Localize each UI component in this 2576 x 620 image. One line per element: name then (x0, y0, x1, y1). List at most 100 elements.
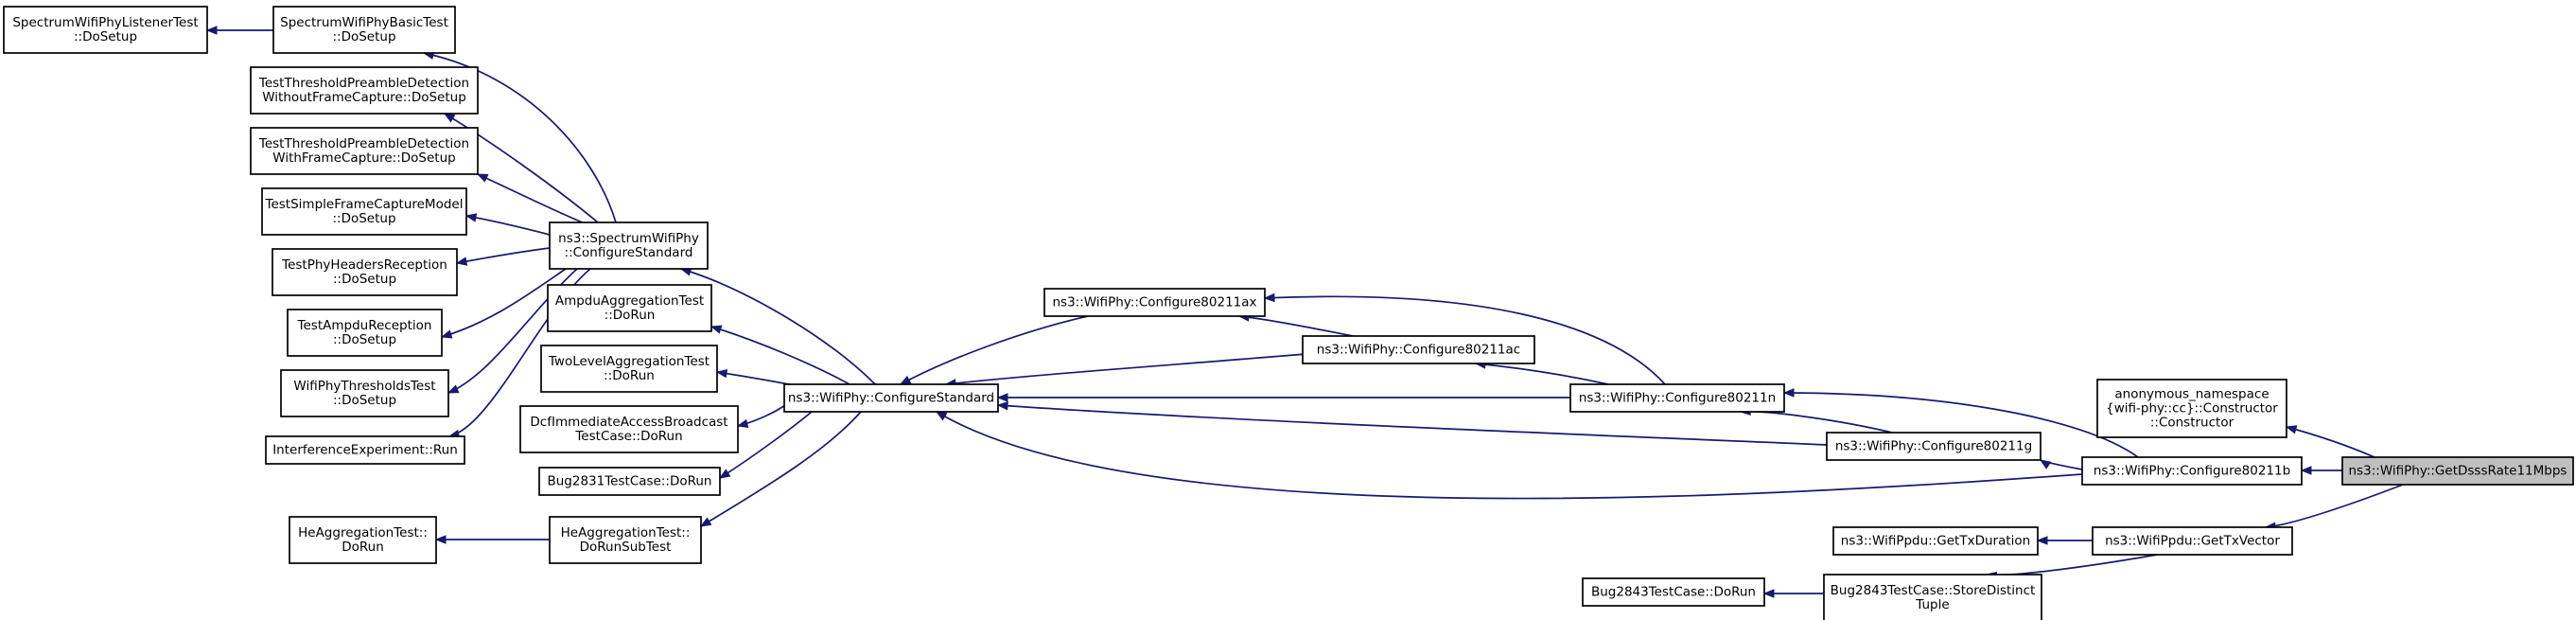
node-anonymous-namespace-wifi-phy-cc-constructor-constructor[interactable]: anonymous_namespace{wifi-phy::cc}::Const… (2096, 379, 2287, 438)
arrowhead-icon (1782, 388, 1795, 398)
node-ns3-wifiphy-configure80211g[interactable]: ns3::WifiPhy::Configure80211g (1826, 432, 2042, 461)
edge-ns3-wifiphy-configure80211b-to-ns3-wifiphy-configure80211g (2039, 459, 2083, 470)
node-box (250, 66, 479, 115)
node-label-line: ::DoRun (604, 368, 655, 383)
node-label-line: {wifi-phy::cc}::Constructor (2106, 401, 2278, 416)
node-box (1569, 383, 1785, 413)
edge-ns3-wifippdu-gettxvector-to-ns3-wifippdu-gettxduration (2036, 536, 2093, 545)
node-label-line: ns3::WifiPhy::Configure80211b (2094, 464, 2290, 479)
node-spectrumwifiphylistenertest-dosetup[interactable]: SpectrumWifiPhyListenerTest::DoSetup (3, 6, 208, 54)
node-label-line: SpectrumWifiPhyBasicTest (280, 15, 448, 30)
node-testsimpleframecapturemodel-dosetup[interactable]: TestSimpleFrameCaptureModel::DoSetup (261, 187, 467, 236)
node-interferenceexperiment-run[interactable]: InterferenceExperiment::Run (265, 435, 465, 465)
node-twolevelaggregationtest-dorun[interactable]: TwoLevelAggregationTest::DoRun (540, 345, 718, 393)
node-ns3-wifiphy-configure80211b[interactable]: ns3::WifiPhy::Configure80211b (2081, 456, 2303, 486)
node-label-line: anonymous_namespace (2114, 387, 2269, 402)
node-bug2831testcase-dorun[interactable]: Bug2831TestCase::DoRun (538, 467, 721, 496)
node-label-line: Bug2831TestCase::DoRun (547, 474, 711, 489)
node-testthresholdpreambledetection-withframecapture-dosetup[interactable]: TestThresholdPreambleDetectionWithFrameC… (250, 127, 479, 175)
node-ns3-wifiphy-configure80211n[interactable]: ns3::WifiPhy::Configure80211n (1569, 383, 1785, 413)
node-label-line: TestCase::DoRun (574, 429, 682, 444)
edge-ns3-wifiphy-getdsssrate11mbps-to-anonymous-namespace-wifi-phy-cc-constructor-constructor (2285, 425, 2375, 458)
node-label-line: WifiPhyThresholdsTest (293, 379, 435, 394)
node-label-line: ns3::WifiPhy::GetDsssRate11Mbps (2349, 464, 2567, 479)
edge-line (2286, 426, 2375, 458)
node-ns3-wifiphy-getdsssrate11mbps[interactable]: ns3::WifiPhy::GetDsssRate11Mbps (2341, 456, 2574, 486)
node-box (261, 187, 467, 236)
edge-ns3-wifiphy-configurestandard-to-bug2831testcase-dorun (718, 411, 813, 479)
edge-ns3-wifiphy-getdsssrate11mbps-to-ns3-wifippdu-gettxvector (2264, 484, 2404, 531)
node-ampduaggregationtest-dorun[interactable]: AmpduAggregationTest::DoRun (547, 284, 712, 332)
edge-line (710, 326, 850, 385)
arrowhead-icon (899, 375, 912, 385)
edge-line (477, 173, 586, 224)
node-ns3-wifippdu-gettxvector[interactable]: ns3::WifiPpdu::GetTxVector (2092, 526, 2293, 556)
node-box (783, 383, 999, 413)
edge-line (945, 353, 1306, 385)
edge-ns3-wifiphy-configurestandard-to-ampduaggregationtest-dorun (710, 325, 850, 385)
node-label-line: DoRunSubTest (580, 540, 672, 555)
arrowhead-icon (699, 517, 712, 527)
node-ns3-wifiphy-configurestandard[interactable]: ns3::WifiPhy::ConfigureStandard (783, 383, 999, 413)
arrowhead-icon (715, 368, 728, 379)
edge-line (441, 268, 567, 338)
node-spectrumwifiphybasictest-dosetup[interactable]: SpectrumWifiPhyBasicTest::DoSetup (272, 6, 456, 54)
edge-ns3-wifiphy-configure80211n-to-ns3-wifiphy-configurestandard (996, 393, 1570, 402)
edge-heaggregationtest-dorunsubtest-to-heaggregationtest-dorun (434, 535, 550, 544)
node-label-line: DcfImmediateAccessBroadcast (530, 415, 727, 430)
node-testampdureception-dosetup[interactable]: TestAmpduReception::DoSetup (287, 309, 443, 357)
arrowhead-icon (1263, 292, 1275, 303)
edge-line (680, 268, 876, 385)
node-box (289, 516, 437, 564)
node-wifiphythresholdstest-dosetup[interactable]: WifiPhyThresholdsTest::DoSetup (280, 369, 449, 417)
node-testphyheadersreception-dosetup[interactable]: TestPhyHeadersReception::DoSetup (272, 248, 458, 296)
node-box (549, 221, 709, 270)
edge-line (936, 411, 2083, 500)
edge-line (700, 411, 862, 527)
edge-line (997, 404, 1828, 446)
node-box (519, 405, 739, 453)
edge-line (719, 411, 813, 479)
arrowhead-icon (1762, 589, 1775, 598)
arrowhead-icon (476, 173, 489, 183)
node-label-line: WithoutFrameCapture::DoSetup (262, 90, 466, 105)
node-box (547, 284, 712, 332)
node-testthresholdpreambledetection-withoutframecapture-dosetup[interactable]: TestThresholdPreambleDetectionWithoutFra… (250, 66, 479, 115)
node-label-line: HeAggregationTest:: (561, 525, 691, 540)
arrowhead-icon (443, 113, 456, 123)
node-label-line: ns3::WifiPhy::Configure80211g (1835, 439, 2032, 454)
node-heaggregationtest-dorunsubtest[interactable]: HeAggregationTest::DoRunSubTest (549, 516, 702, 564)
node-dcfimmediateaccessbroadcast-testcase-dorun[interactable]: DcfImmediateAccessBroadcastTestCase::DoR… (519, 405, 739, 453)
edge-ns3-wifiphy-getdsssrate11mbps-to-ns3-wifiphy-configure80211b (2300, 466, 2342, 475)
arrowhead-icon (455, 257, 468, 266)
node-ns3-wifiphy-configure80211ac[interactable]: ns3::WifiPhy::Configure80211ac (1302, 335, 1535, 364)
node-box (280, 369, 449, 417)
arrowhead-icon (2300, 466, 2312, 475)
edge-ns3-wifiphy-configure80211n-to-ns3-wifiphy-configure80211ax (1263, 292, 1666, 385)
node-label-line: ::Constructor (2150, 416, 2234, 431)
node-label-line: ::DoRun (605, 308, 656, 323)
node-label-line: TestThresholdPreambleDetection (258, 76, 469, 91)
edge-ns3-spectrumwifiphy-configurestandard-to-testphyheadersreception-dosetup (455, 247, 551, 266)
node-ns3-wifippdu-gettxduration[interactable]: ns3::WifiPpdu::GetTxDuration (1832, 526, 2039, 556)
node-label-line: HeAggregationTest:: (298, 525, 428, 540)
node-heaggregationtest-dorun[interactable]: HeAggregationTest::DoRun (289, 516, 437, 564)
node-label-line: ns3::WifiPhy::Configure80211n (1579, 391, 1776, 406)
arrowhead-icon (205, 26, 218, 35)
node-label-line: TwoLevelAggregationTest (548, 354, 710, 369)
node-box (1826, 432, 2042, 461)
edge-ns3-spectrumwifiphy-configurestandard-to-testthresholdpreambledetection-withframecapture-dosetup (476, 173, 586, 224)
node-ns3-spectrumwifiphy-configurestandard[interactable]: ns3::SpectrumWifiPhy::ConfigureStandard (549, 221, 709, 270)
node-ns3-wifiphy-configure80211ax[interactable]: ns3::WifiPhy::Configure80211ax (1043, 288, 1266, 317)
edge-ns3-wifiphy-configure80211g-to-ns3-wifiphy-configurestandard (996, 400, 1828, 446)
arrowhead-icon (736, 418, 749, 429)
node-box (1832, 526, 2039, 556)
edge-ns3-wifiphy-configurestandard-to-heaggregationtest-dorunsubtest (699, 411, 862, 527)
arrowhead-icon (464, 213, 478, 222)
node-bug2843testcase-dorun[interactable]: Bug2843TestCase::DoRun (1582, 577, 1765, 607)
edge-line (900, 315, 1089, 385)
arrowhead-icon (935, 411, 948, 421)
arrowhead-icon (2285, 425, 2298, 434)
node-label-line: SpectrumWifiPhyListenerTest (12, 15, 198, 30)
